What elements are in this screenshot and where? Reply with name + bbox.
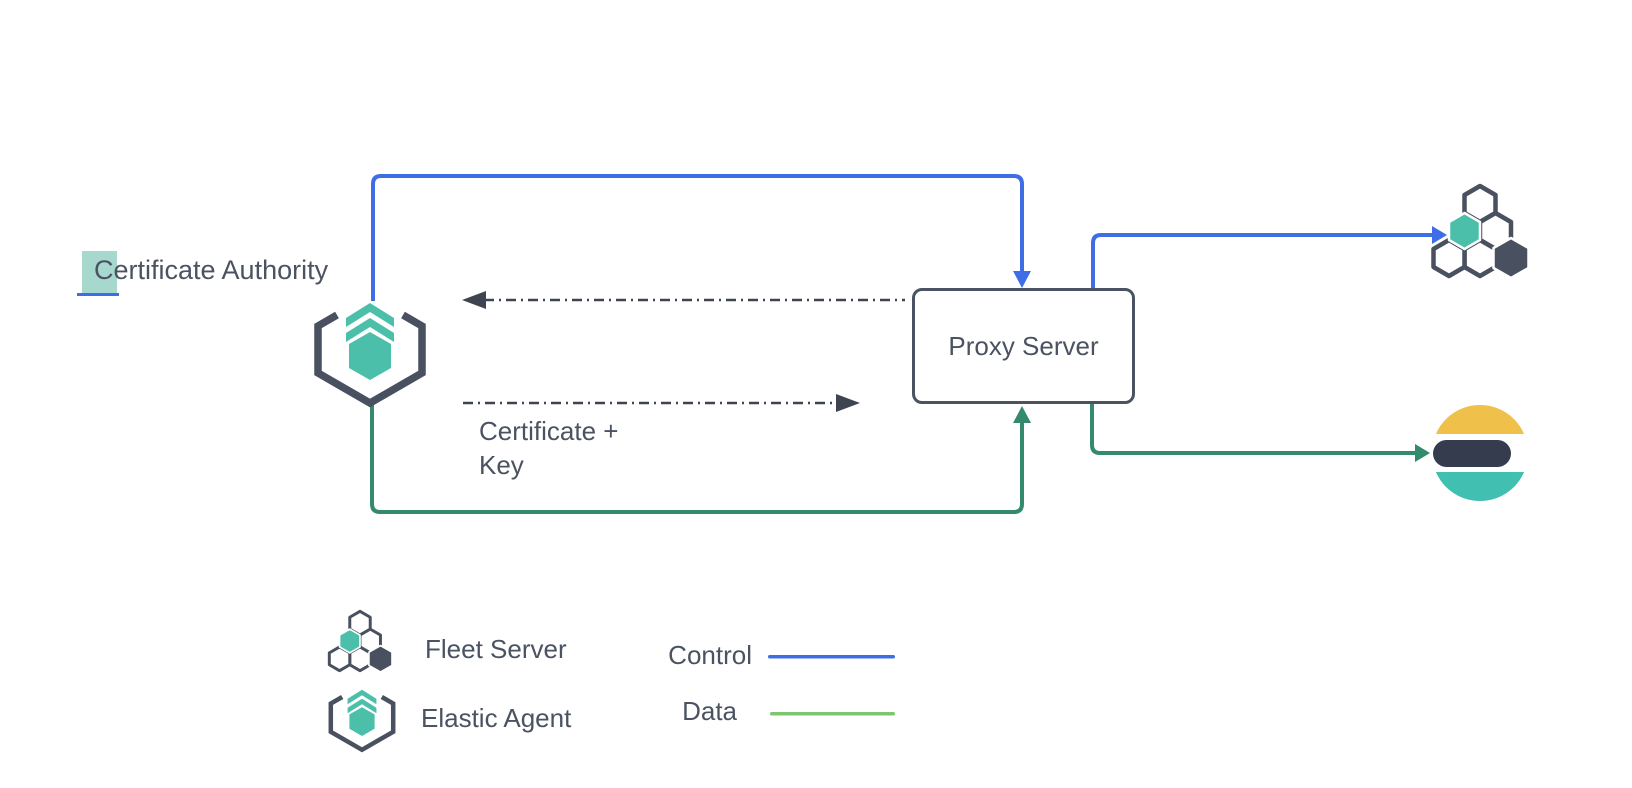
legend-data-label: Data xyxy=(682,696,737,726)
cert-key-arrow[interactable] xyxy=(463,394,860,412)
control-connector-agent-to-proxy[interactable] xyxy=(371,174,1031,301)
certificate-key-label[interactable]: Certificate + Key xyxy=(479,414,699,482)
control-connector-proxy-to-fleet[interactable] xyxy=(1091,226,1447,288)
legend-elastic-agent-label: Elastic Agent xyxy=(421,703,572,733)
certificate-key-line1: Certificate + xyxy=(479,416,619,446)
arrowhead-right xyxy=(1432,226,1447,244)
arrowhead-right xyxy=(836,394,860,412)
legend-data-line xyxy=(770,712,895,716)
data-connector-agent-to-proxy[interactable] xyxy=(370,403,1031,514)
legend-fleet-server-icon xyxy=(327,609,394,674)
text-cursor-underline xyxy=(77,293,119,296)
legend-control-label: Control xyxy=(668,640,752,670)
elastic-agent-icon[interactable] xyxy=(318,303,422,403)
legend-fleet-server-label: Fleet Server xyxy=(425,634,567,664)
elasticsearch-icon[interactable] xyxy=(1433,404,1525,502)
certificate-authority-label[interactable]: Certificate Authority xyxy=(94,255,329,285)
arrowhead-up xyxy=(1013,406,1031,423)
proxy-server-label: Proxy Server xyxy=(948,330,1099,361)
data-connector-proxy-to-elasticsearch[interactable] xyxy=(1090,404,1430,462)
proxy-server-node[interactable]: Proxy Server xyxy=(912,288,1135,404)
legend-control-line xyxy=(768,655,895,659)
arrowhead-left xyxy=(462,291,486,309)
legend-elastic-agent-icon xyxy=(331,690,393,750)
certificate-key-line2: Key xyxy=(479,450,524,480)
arrowhead-down xyxy=(1013,271,1031,288)
fleet-server-icon[interactable] xyxy=(1434,186,1529,278)
cert-request-arrow[interactable] xyxy=(462,291,905,309)
arrowhead-right xyxy=(1415,444,1430,462)
text-selection-highlight xyxy=(82,251,117,295)
